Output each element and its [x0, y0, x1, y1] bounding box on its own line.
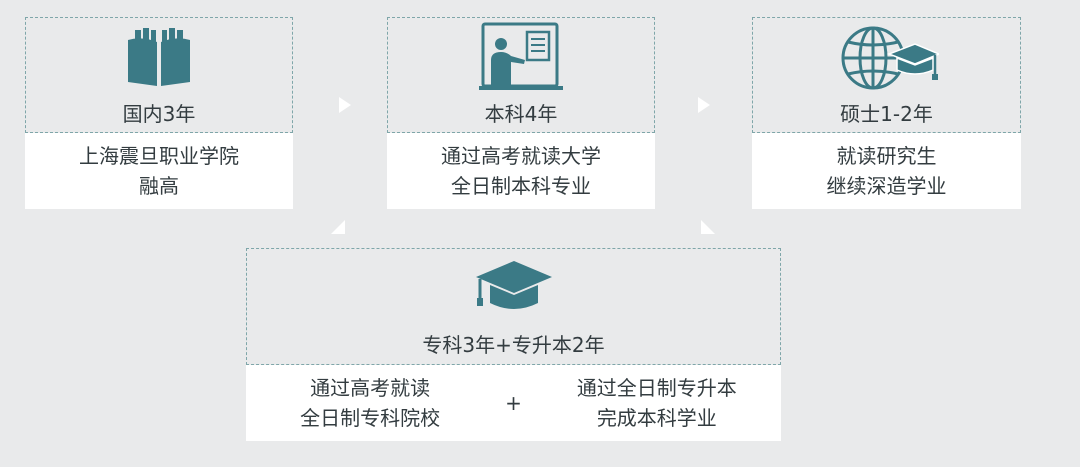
stage-title: 国内3年 — [122, 102, 196, 126]
open-book-icon — [128, 28, 190, 86]
alternative-title: 专科3年+专升本2年 — [422, 333, 605, 357]
alternative-path-card: 专科3年+专升本2年 通过高考就读 全日制专科院校 + 通过全日制专升本 完成本… — [246, 248, 781, 441]
stage-line: 就读研究生 — [836, 144, 937, 168]
stage-line: 上海震旦职业学院 — [79, 144, 239, 168]
stage-line: 通过高考就读大学 — [441, 144, 601, 168]
alternative-header: 专科3年+专升本2年 — [246, 248, 781, 365]
stage-header: 硕士1-2年 — [752, 17, 1021, 133]
stage-header: 本科4年 — [387, 17, 655, 133]
arrow-down-right-icon — [701, 220, 715, 234]
stage-line: 继续深造学业 — [826, 174, 947, 198]
globe-graduation-cap-icon — [841, 26, 939, 90]
stage-description: 就读研究生 继续深造学业 — [752, 133, 1021, 209]
stage-card-master: 硕士1-2年 就读研究生 继续深造学业 — [752, 17, 1021, 209]
stage-description: 上海震旦职业学院 融高 — [25, 133, 293, 209]
teacher-at-board-icon — [479, 22, 563, 90]
alternative-line: 通过高考就读 — [310, 376, 431, 400]
stage-line: 全日制本科专业 — [451, 174, 591, 198]
alternative-line: 完成本科学业 — [596, 406, 717, 430]
alternative-left-text: 通过高考就读 全日制专科院校 — [255, 373, 485, 433]
alternative-description: 通过高考就读 全日制专科院校 + 通过全日制专升本 完成本科学业 — [246, 365, 781, 441]
arrow-right-icon — [698, 97, 710, 113]
alternative-line: 通过全日制专升本 — [576, 376, 737, 400]
arrow-right-icon — [339, 97, 351, 113]
stage-line: 融高 — [139, 174, 179, 198]
stage-description: 通过高考就读大学 全日制本科专业 — [387, 133, 655, 209]
stage-card-domestic: 国内3年 上海震旦职业学院 融高 — [25, 17, 293, 209]
alternative-right-text: 通过全日制专升本 完成本科学业 — [542, 373, 772, 433]
stage-header: 国内3年 — [25, 17, 293, 133]
plus-sign: + — [505, 391, 522, 415]
graduation-cap-icon — [475, 261, 552, 309]
stage-title: 本科4年 — [484, 102, 558, 126]
arrow-down-left-icon — [331, 220, 345, 234]
stage-title: 硕士1-2年 — [840, 102, 933, 126]
alternative-line: 全日制专科院校 — [300, 406, 441, 430]
stage-card-undergraduate: 本科4年 通过高考就读大学 全日制本科专业 — [387, 17, 655, 209]
